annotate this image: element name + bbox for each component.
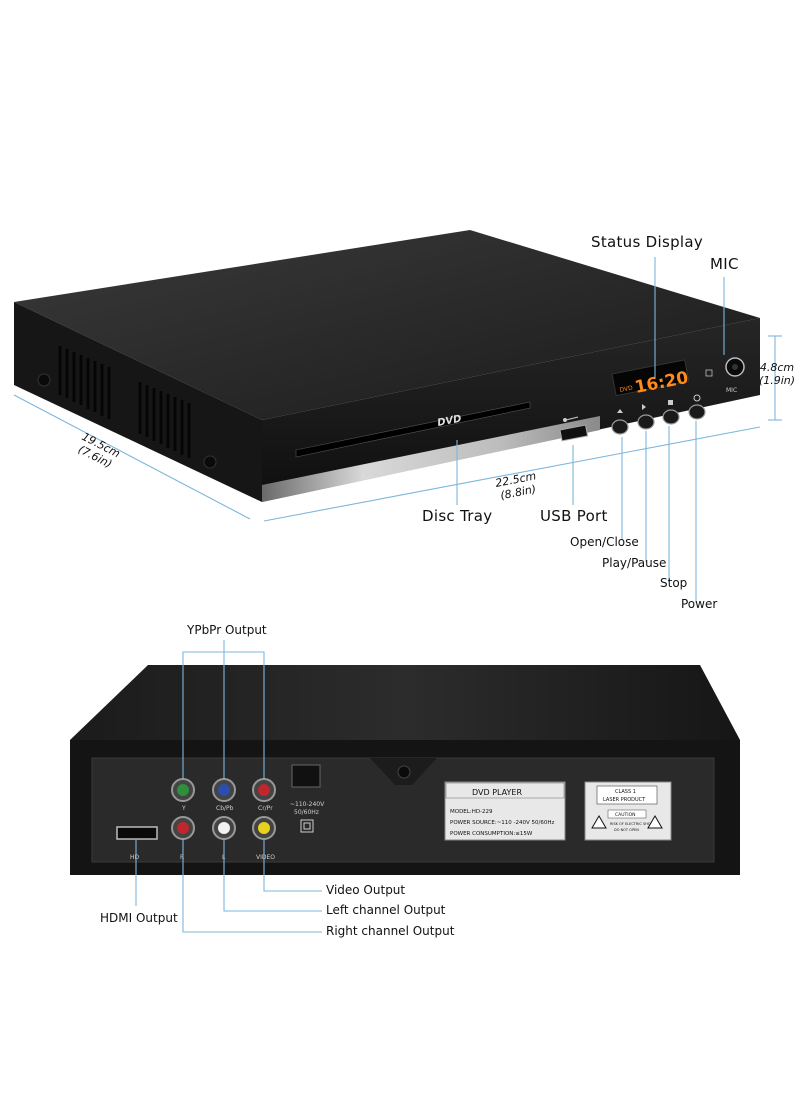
height-cm: 4.8cm <box>759 361 795 374</box>
mic-port-label: MIC <box>726 387 737 394</box>
laser-line2: LASER PRODUCT <box>603 797 646 803</box>
usb-icon <box>563 416 579 422</box>
play-pause-button[interactable] <box>637 414 655 430</box>
callout-open-close: Open/Close <box>570 535 639 549</box>
power-spec-line2: 50/60Hz <box>294 809 319 816</box>
laser-line4: RISK OF ELECTRIC SHOCK <box>610 822 656 826</box>
callout-stop: Stop <box>660 576 688 590</box>
warning-triangle-icon <box>591 815 607 829</box>
power-icon <box>693 394 701 402</box>
callout-right-channel-output: Right channel Output <box>326 924 455 938</box>
jack-label-y: Y <box>181 805 186 812</box>
back-top-cover <box>70 665 740 740</box>
component-jacks <box>171 778 276 802</box>
callout-height: 4.8cm (1.9in) <box>755 361 799 387</box>
tray-logo: DVD <box>436 414 462 429</box>
jack-label-video: VIDEO <box>256 854 275 861</box>
front-buttons <box>611 394 706 435</box>
left-side-panel <box>14 302 262 502</box>
usb-port[interactable] <box>559 424 589 442</box>
audio-left-jack[interactable] <box>218 822 230 834</box>
jack-label-pr: Cr/Pr <box>258 805 273 812</box>
pb-jack[interactable] <box>218 784 230 796</box>
stop-button[interactable] <box>662 409 680 425</box>
side-screw <box>203 455 217 469</box>
eject-icon <box>617 409 623 413</box>
y-jack[interactable] <box>177 784 189 796</box>
open-close-button[interactable] <box>611 419 629 435</box>
disc-tray-slot[interactable] <box>295 401 531 458</box>
callout-mic: MIC <box>710 255 739 273</box>
stop-icon <box>668 400 673 405</box>
play-pause-icon <box>642 404 646 410</box>
side-screw <box>37 373 51 387</box>
power-cord <box>291 764 321 788</box>
display-dvd-icon: DVD <box>619 384 634 393</box>
video-jack[interactable] <box>258 822 270 834</box>
status-display <box>611 359 690 397</box>
height-in: (1.9in) <box>758 374 796 387</box>
nameplate-line3: POWER CONSUMPTION:≤15W <box>450 831 533 837</box>
callout-video-output: Video Output <box>326 883 406 897</box>
callout-ypbpr-output: YPbPr Output <box>187 623 267 637</box>
front-unit: DVD DVD 16:20 MIC <box>14 230 760 502</box>
jack-label-r: R <box>180 854 184 861</box>
jack-label-hd: HD <box>130 854 140 861</box>
nameplate-line2: POWER SOURCE:~110 -240V 50/60Hz <box>450 820 555 826</box>
rear-screw <box>397 765 411 779</box>
power-button[interactable] <box>688 404 706 420</box>
callout-left-channel-output: Left channel Output <box>326 903 446 917</box>
callout-play-pause: Play/Pause <box>602 556 667 570</box>
jack-label-pb: Cb/Pb <box>216 805 234 812</box>
callout-hdmi-output: HDMI Output <box>100 911 178 925</box>
pr-jack[interactable] <box>258 784 270 796</box>
callout-usb-port: USB Port <box>540 507 608 525</box>
laser-line3: CAUTION <box>615 812 636 818</box>
back-leader-lines <box>135 640 322 933</box>
callout-disc-tray: Disc Tray <box>422 507 493 525</box>
power-spec-line1: ~110-240V <box>290 801 325 808</box>
callout-status-display: Status Display <box>591 233 704 251</box>
audio-video-jacks <box>171 816 276 840</box>
top-cover <box>14 230 760 420</box>
side-vents <box>58 346 191 458</box>
front-leader-lines <box>13 257 782 603</box>
laser-line1: CLASS 1 <box>615 789 636 795</box>
nameplate-title: DVD PLAYER <box>472 788 522 797</box>
audio-right-jack[interactable] <box>177 822 189 834</box>
back-unit: Y Cb/Pb Cr/Pr R L VIDEO HD ~110-240V 50/… <box>70 665 740 875</box>
laser-line5: DO NOT OPEN <box>614 828 639 832</box>
warning-triangle-icon <box>647 815 663 829</box>
callout-power: Power <box>681 597 718 611</box>
hdmi-port[interactable] <box>116 826 158 840</box>
silver-trim <box>262 416 600 502</box>
nameplate-line1: MODEL:HD-229 <box>450 809 493 815</box>
